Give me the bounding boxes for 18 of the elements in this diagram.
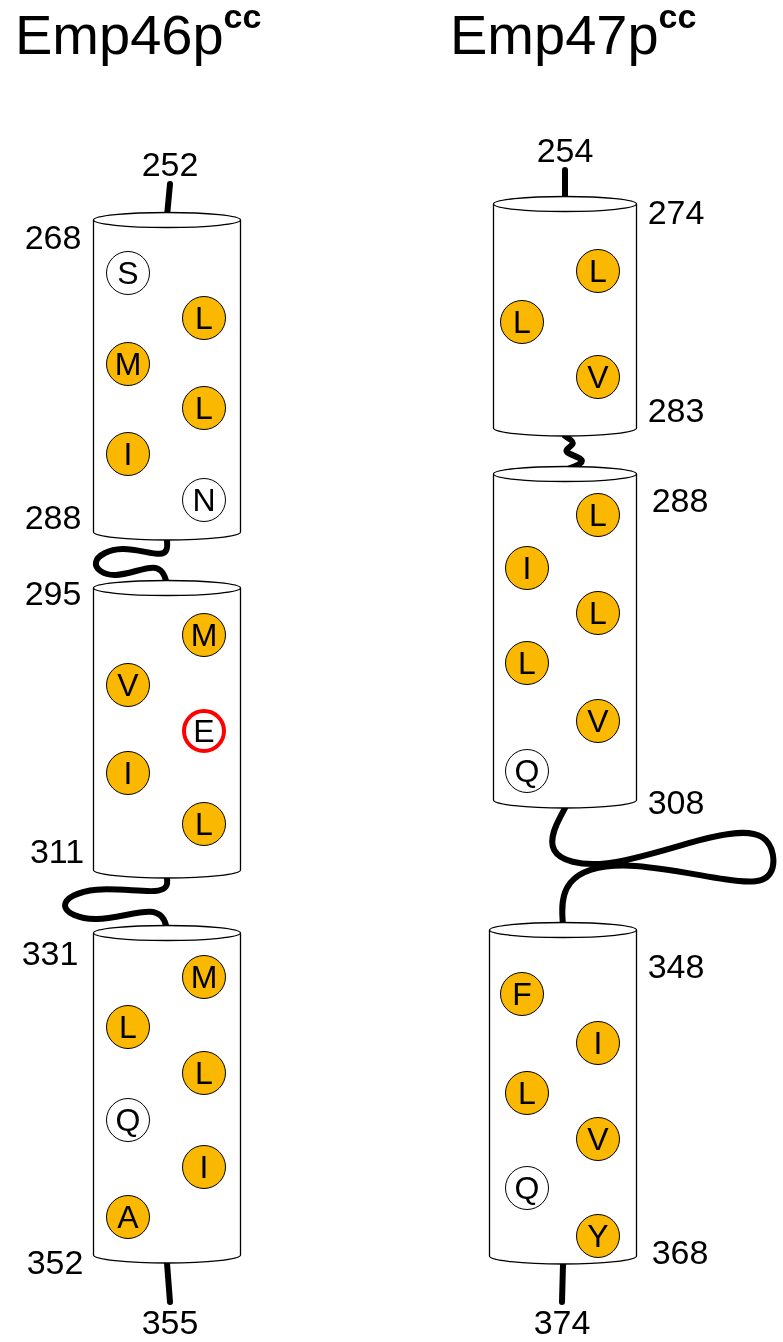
residue-number: 288 bbox=[651, 482, 709, 518]
residue-number: 352 bbox=[26, 1244, 84, 1280]
residue-number: 308 bbox=[647, 784, 705, 820]
residue-number: 368 bbox=[651, 1234, 709, 1270]
residue-number: 374 bbox=[522, 1302, 602, 1342]
title: Emp46p$^{cc}$ bbox=[15, 5, 262, 65]
residue-number: 268 bbox=[24, 219, 82, 255]
residue-number: 311 bbox=[29, 833, 85, 869]
residue-number: 274 bbox=[647, 194, 705, 230]
residue-number: 252 bbox=[130, 144, 210, 184]
residue-number: 283 bbox=[647, 392, 705, 428]
residue-number: 348 bbox=[647, 948, 705, 984]
residue-number: 254 bbox=[525, 130, 605, 170]
title: Emp47p$^{cc}$ bbox=[450, 5, 697, 65]
residue-number: 355 bbox=[130, 1302, 210, 1342]
residue-number: 288 bbox=[24, 499, 82, 535]
residue-number: 295 bbox=[24, 575, 82, 611]
residue-number: 331 bbox=[21, 935, 79, 971]
